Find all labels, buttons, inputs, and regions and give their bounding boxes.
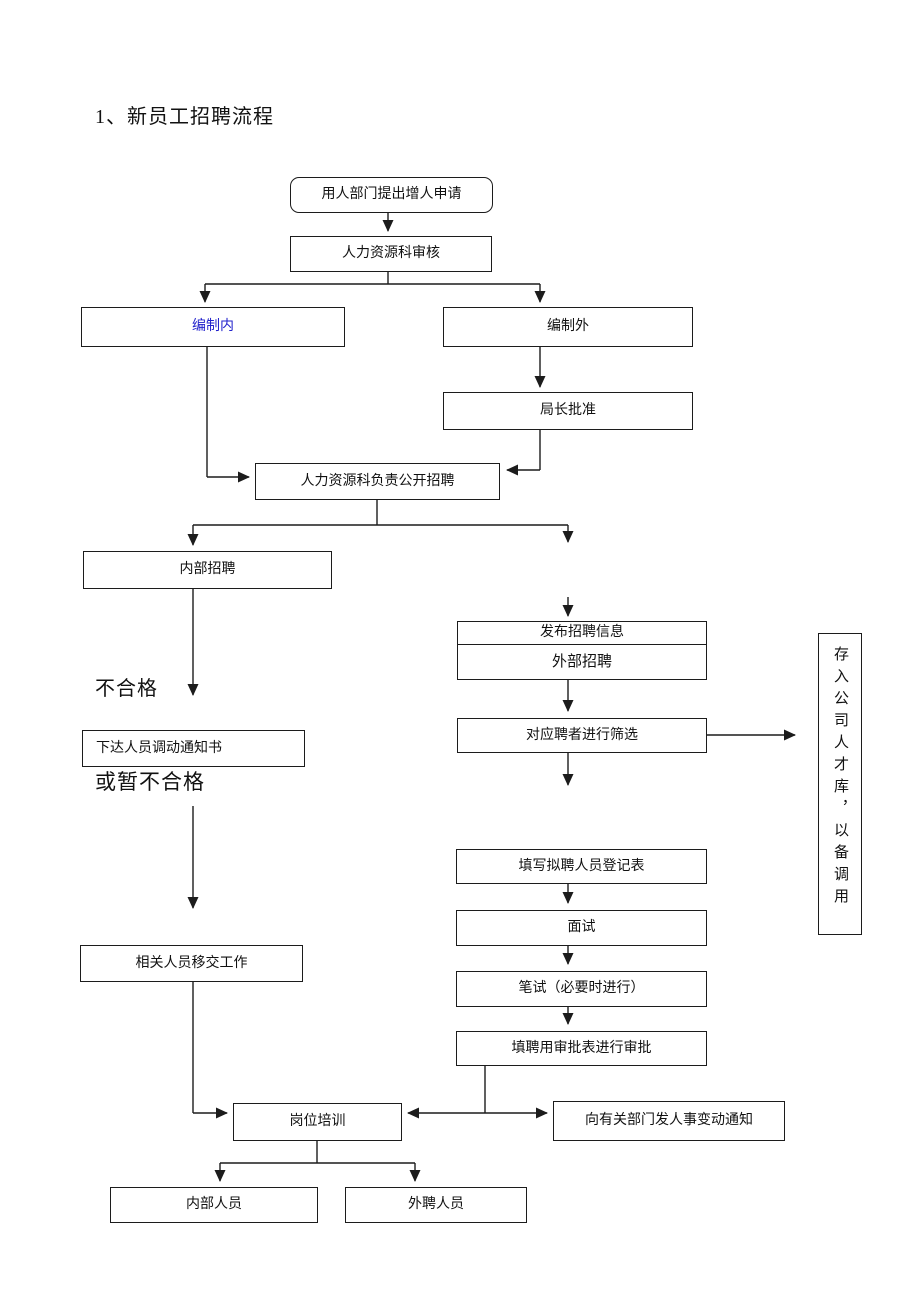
flow-node-approval-form: 填聘用审批表进行审批 — [456, 1031, 707, 1066]
flow-node-handover: 相关人员移交工作 — [80, 945, 303, 982]
flow-node-hr-review: 人力资源科审核 — [290, 236, 492, 272]
flow-node-director-approval: 局长批准 — [443, 392, 693, 430]
flow-node-screen-applicants: 对应聘者进行筛选 — [457, 718, 707, 753]
flow-node-talent-pool: 存入公司人才库，以备调用 — [818, 633, 862, 935]
flow-node-in-establishment: 编制内 — [81, 307, 345, 347]
flow-node-internal-staff: 内部人员 — [110, 1187, 318, 1223]
flow-node-internal-recruit: 内部招聘 — [83, 551, 332, 589]
flow-node-fill-registration: 填写拟聘人员登记表 — [456, 849, 707, 884]
flow-node-public-recruit: 人力资源科负责公开招聘 — [255, 463, 500, 500]
flow-node-job-training: 岗位培训 — [233, 1103, 402, 1141]
flow-node-transfer-notice: 下达人员调动通知书 — [82, 730, 305, 767]
label-or-temporarily-unqualified: 或暂不合格 — [95, 770, 205, 794]
flow-node-interview: 面试 — [456, 910, 707, 946]
flow-node-publish-info: 发布招聘信息 — [458, 622, 706, 645]
flow-node-apply: 用人部门提出增人申请 — [290, 177, 493, 213]
flow-node-external-staff: 外聘人员 — [345, 1187, 527, 1223]
label-unqualified: 不合格 — [95, 678, 158, 700]
flow-node-notify-departments: 向有关部门发人事变动通知 — [553, 1101, 785, 1141]
flow-node-external-recruit: 外部招聘 — [551, 653, 612, 670]
page-title: 1、新员工招聘流程 — [95, 106, 274, 128]
flow-node-out-establishment: 编制外 — [443, 307, 693, 347]
flow-node-external-recruit-group: 发布招聘信息 外部招聘 — [457, 621, 707, 680]
flow-node-written-test: 笔试（必要时进行） — [456, 971, 707, 1007]
